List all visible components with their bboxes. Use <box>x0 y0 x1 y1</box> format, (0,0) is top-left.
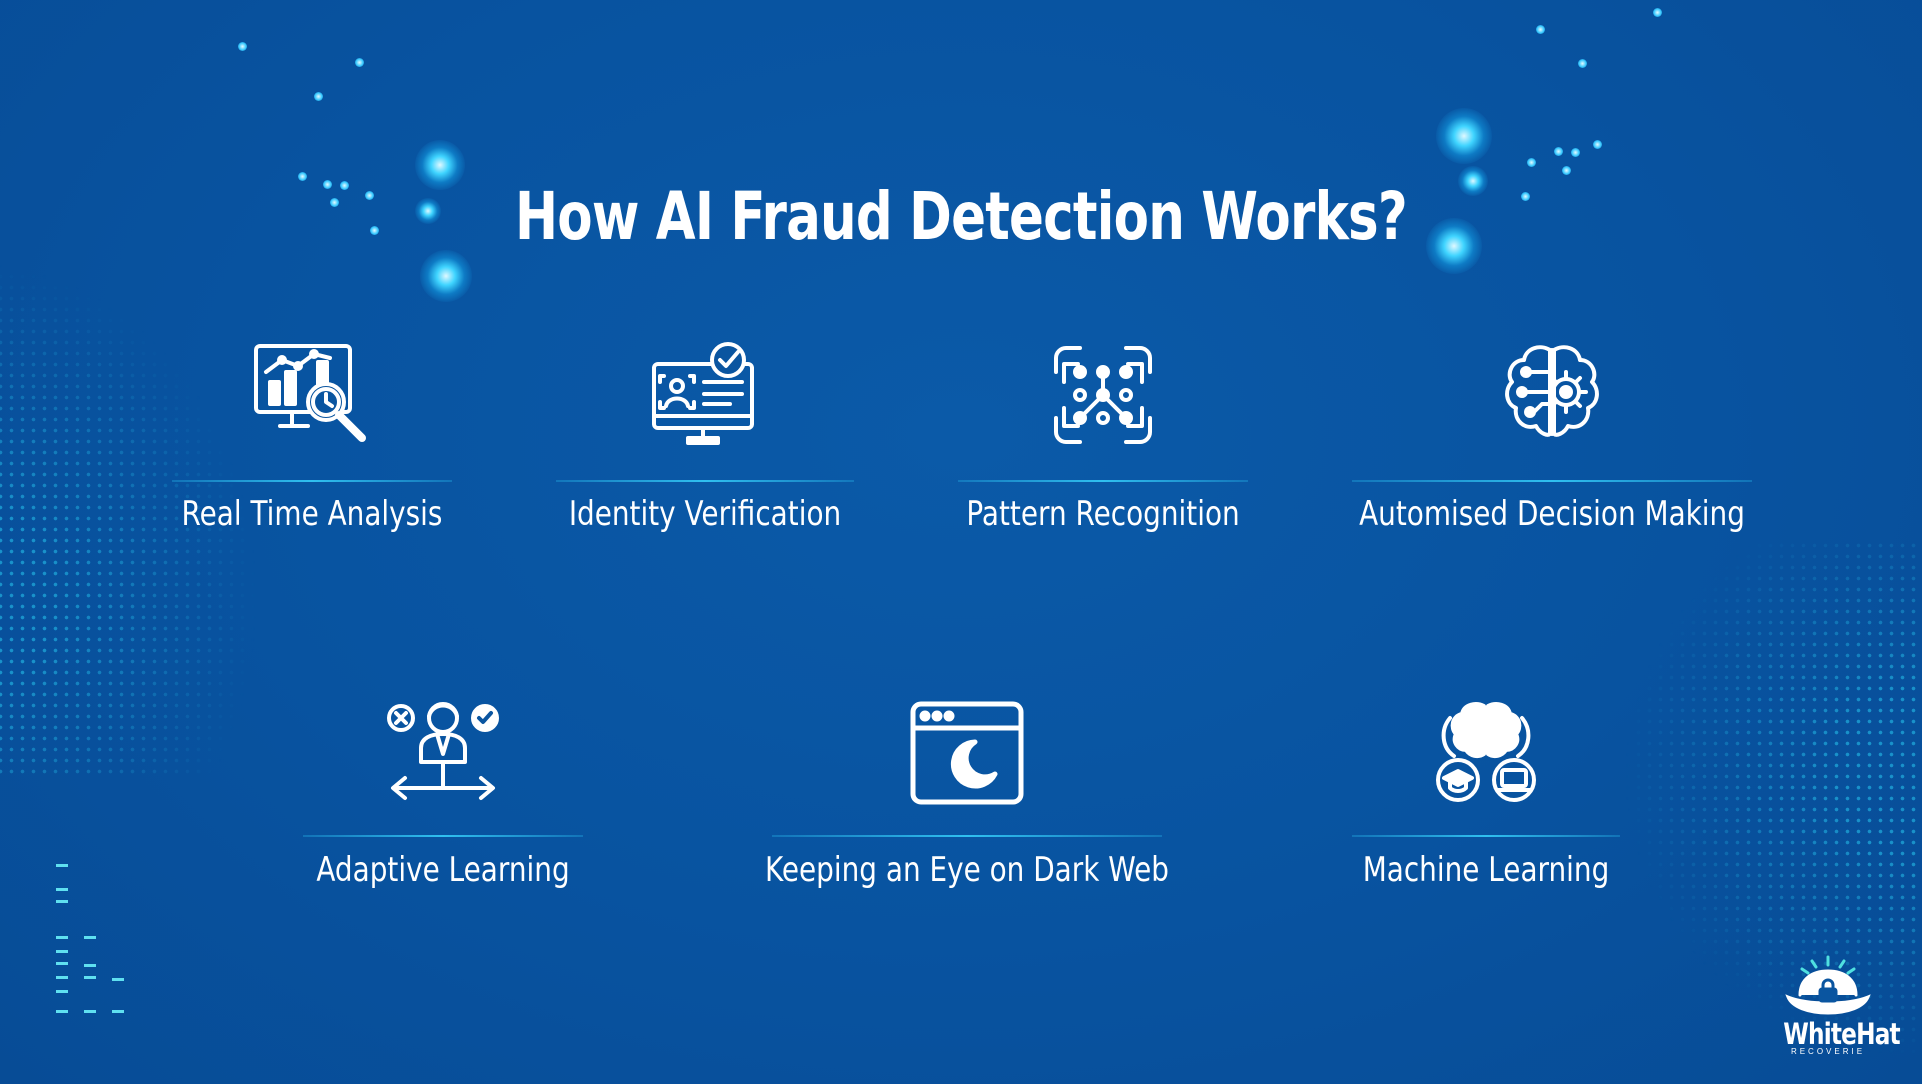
step-label: Adaptive Learning <box>316 850 570 890</box>
glow-particle <box>1426 218 1482 274</box>
spark-particle <box>340 181 349 190</box>
spark-particle <box>298 172 307 181</box>
hat-lock-icon <box>1785 955 1871 1015</box>
spark-particle <box>370 226 379 235</box>
spark-particle <box>1521 192 1530 201</box>
step-label: Machine Learning <box>1362 850 1610 890</box>
glow-particle <box>415 140 465 190</box>
monitor-chart-magnifier-icon <box>254 344 366 442</box>
scan-pattern-icon <box>1054 346 1152 444</box>
brand-name: WhiteHat <box>1783 1017 1900 1051</box>
step-label: Real Time Analysis <box>181 494 443 534</box>
step-divider <box>172 480 452 482</box>
step-label: Pattern Recognition <box>966 494 1240 534</box>
spark-particle <box>1571 148 1580 157</box>
glow-particle <box>420 250 472 302</box>
spark-particle <box>1593 140 1602 149</box>
spark-particle <box>1554 147 1563 156</box>
spark-particle <box>323 180 332 189</box>
halftone-dots-left <box>0 260 260 780</box>
brain-devices-icon <box>1436 702 1536 802</box>
step-divider <box>958 480 1248 482</box>
spark-particle <box>1578 59 1587 68</box>
spark-particle <box>238 42 247 51</box>
spark-particle <box>314 92 323 101</box>
step-label: Keeping an Eye on Dark Web <box>764 850 1170 890</box>
spark-particle <box>330 198 339 207</box>
person-choice-arrows-icon <box>387 702 499 800</box>
step-label: Identity Verification <box>568 494 842 534</box>
page-title: How AI Fraud Detection Works? <box>514 178 1408 255</box>
glow-particle <box>1436 108 1492 164</box>
step-divider <box>1352 835 1620 837</box>
browser-moon-icon <box>910 701 1024 805</box>
id-monitor-check-icon <box>652 342 754 445</box>
brain-gear-icon <box>1505 345 1599 437</box>
spark-particle <box>1536 25 1545 34</box>
glow-particle <box>1458 166 1488 196</box>
step-divider <box>1352 480 1752 482</box>
spark-particle <box>1653 8 1662 17</box>
halftone-dots-right <box>1622 540 1922 1060</box>
spark-particle <box>365 191 374 200</box>
step-label: Automised Decision Making <box>1359 494 1745 534</box>
brand-logo: WhiteHat RECOVERIE <box>1772 955 1901 1056</box>
step-divider <box>772 835 1162 837</box>
spark-particle <box>355 58 364 67</box>
step-divider <box>556 480 854 482</box>
spark-particle <box>1562 166 1571 175</box>
spark-particle <box>1527 158 1536 167</box>
brand-tagline: RECOVERIE <box>1790 1047 1866 1056</box>
glow-particle <box>415 198 441 224</box>
step-divider <box>303 835 583 837</box>
